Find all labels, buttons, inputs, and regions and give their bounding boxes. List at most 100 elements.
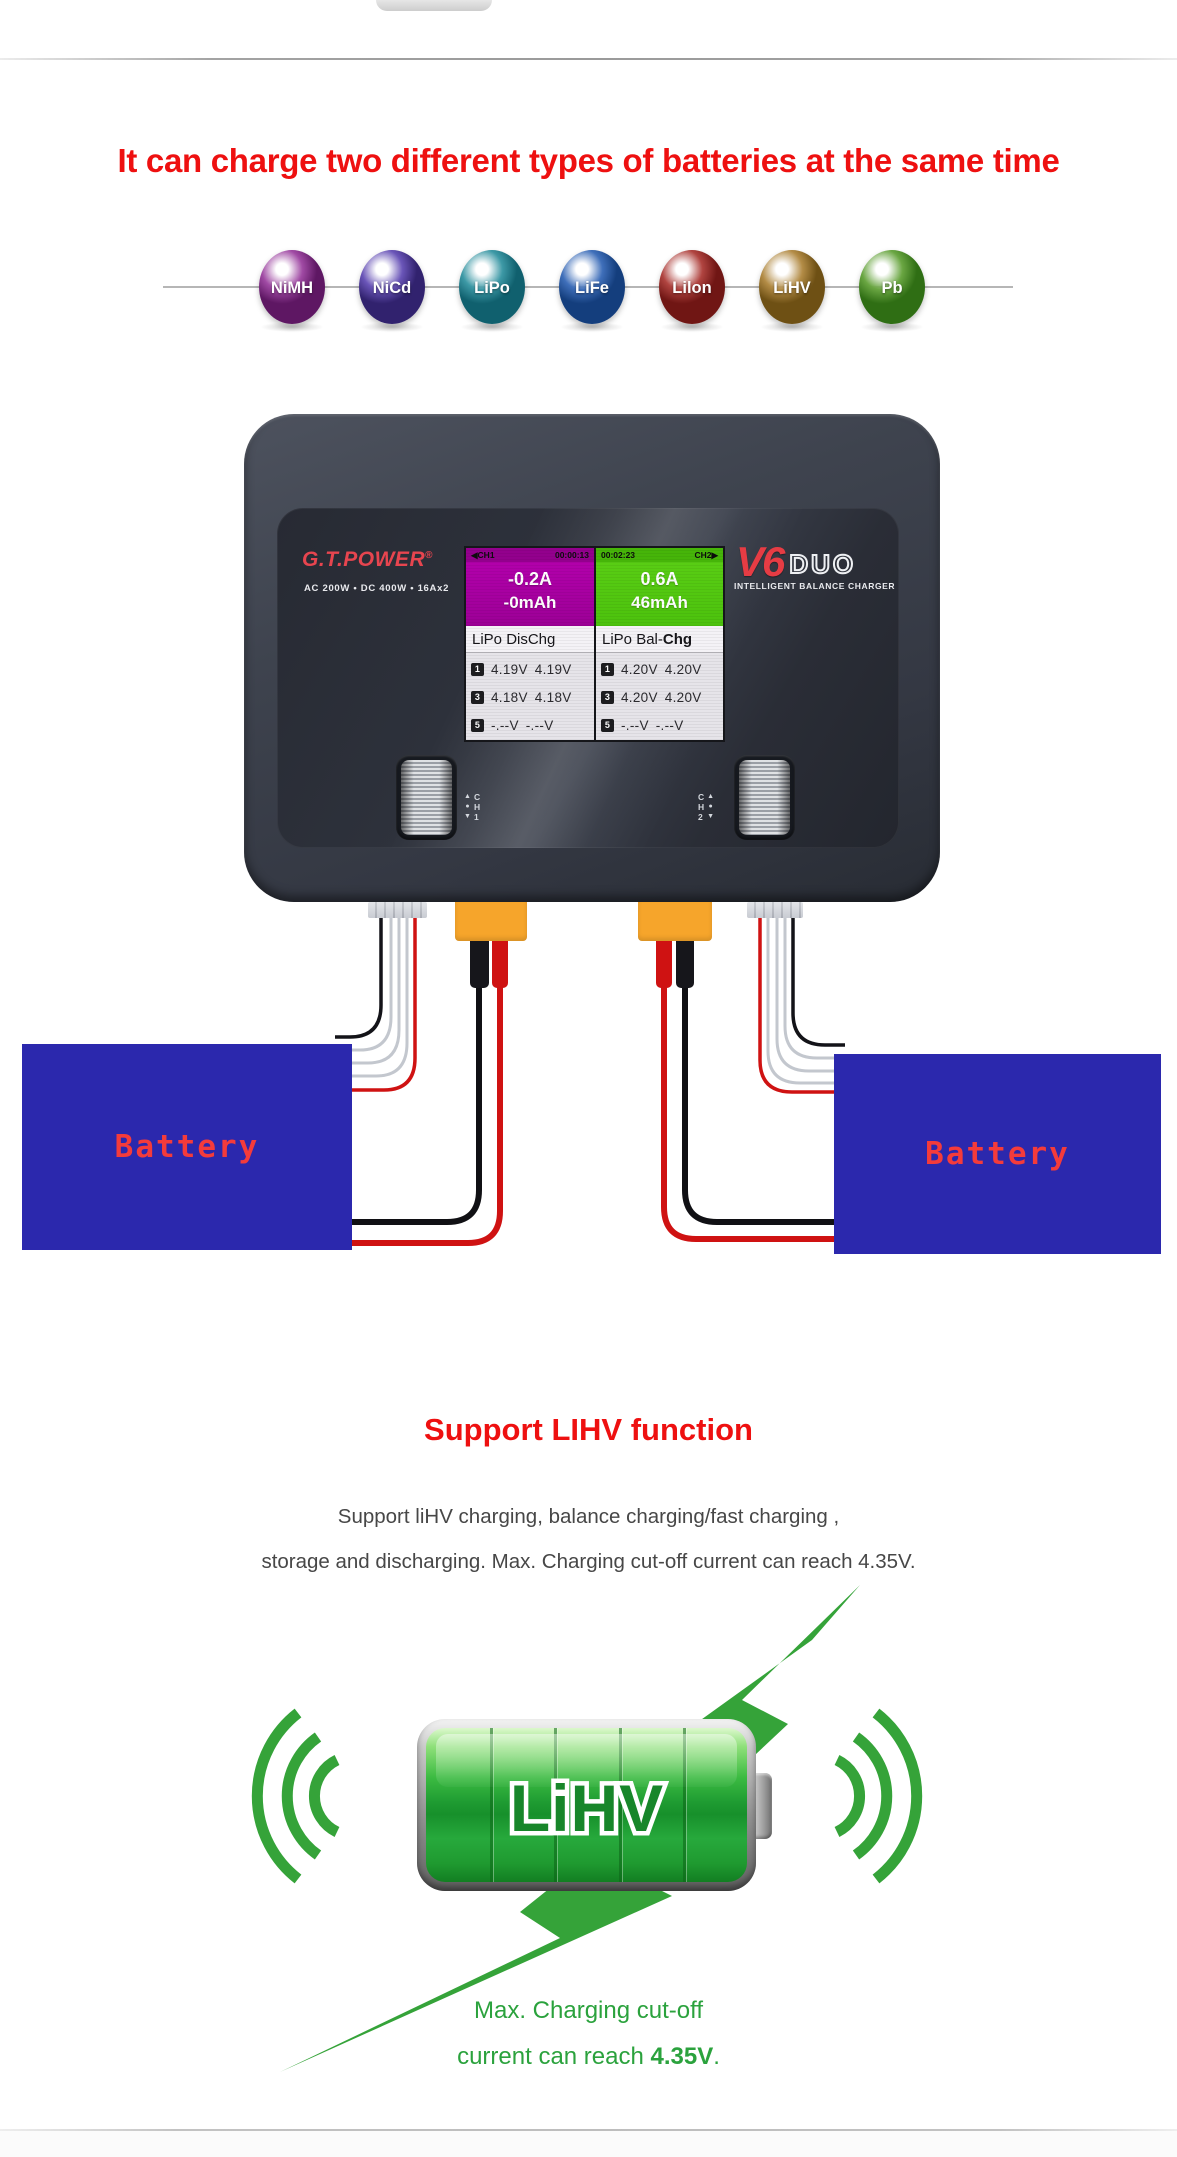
model-name: V6 xyxy=(736,538,785,585)
caption-line2: current can reach 4.35V. xyxy=(0,2034,1177,2080)
cell-separator xyxy=(554,1728,558,1882)
cell-separator xyxy=(682,1728,686,1882)
previous-section-remnant xyxy=(376,0,492,11)
battery-label: Battery xyxy=(114,1129,260,1165)
cell-row: 5 -.--V -.--V xyxy=(466,711,594,739)
ball-shadow xyxy=(560,322,624,332)
cell-separator xyxy=(490,1728,494,1882)
knob-letter: C xyxy=(473,792,481,802)
balance-wire-white xyxy=(775,915,845,1073)
ch2-cell-voltages: 1 4.20V 4.20V 3 4.20V 4.20V 5 -.--V -.--… xyxy=(596,653,723,740)
cell-row: 3 4.20V 4.20V xyxy=(596,683,723,711)
xt60-connector-left xyxy=(455,902,527,941)
ch1-capacity: -0mAh xyxy=(503,593,557,612)
main-wire-red xyxy=(661,975,845,1242)
battery-box-left: Battery xyxy=(22,1044,352,1250)
ball-shadow xyxy=(660,322,724,332)
ch2-jog-wheel[interactable] xyxy=(734,755,795,840)
ch2-capacity: 46mAh xyxy=(631,593,688,612)
cell-voltage: 4.20V xyxy=(664,689,702,705)
main-wire-black xyxy=(335,975,482,1225)
ch1-mode: LiPo DisChg xyxy=(466,626,594,653)
cell-voltage: 4.20V xyxy=(664,661,702,677)
ch2-nav: CH2▶ xyxy=(694,549,718,560)
cell-voltage: 4.20V xyxy=(621,689,658,705)
caption-line1: Max. Charging cut-off xyxy=(474,1997,703,2024)
wire-sleeve-red xyxy=(492,941,508,988)
main-wire-red xyxy=(335,975,503,1246)
model-suffix: DUO xyxy=(788,548,857,580)
battery-type-ball-nimh: NiMH xyxy=(259,250,325,324)
ch1-status-bar: ◀CH1 00:00:13 xyxy=(466,548,594,562)
ball-shadow xyxy=(460,322,524,332)
lcd-channel1: ◀CH1 00:00:13 -0.2A -0mAh LiPo DisChg 1 … xyxy=(466,548,594,740)
ch2-knob-label: C H 2 ▲ ● ▼ xyxy=(698,792,714,822)
ball-shadow xyxy=(360,322,424,332)
lihv-battery: LiHV xyxy=(417,1719,756,1891)
paragraph-line1: Support liHV charging, balance charging/… xyxy=(337,1505,840,1528)
cell-row: 1 4.19V 4.19V xyxy=(466,655,594,683)
cell-row: 3 4.18V 4.18V xyxy=(466,683,594,711)
lcd-channel2: 00:02:23 CH2▶ 0.6A 46mAh LiPo Bal-Chg 1 … xyxy=(596,548,723,740)
ch1-knob-label: ▲ ● ▼ C H 1 xyxy=(464,792,480,822)
registered-mark: ® xyxy=(425,550,433,561)
lcd-screen: ◀CH1 00:00:13 -0.2A -0mAh LiPo DisChg 1 … xyxy=(466,548,723,740)
battery-type-ball-pb: Pb xyxy=(859,250,925,324)
dot-icon: ● xyxy=(465,803,470,810)
cell-voltage: 4.19V xyxy=(534,661,572,677)
battery-type-label: NiMH xyxy=(270,278,314,297)
sound-waves-left xyxy=(251,1708,340,1884)
cell-voltage: -.--V xyxy=(491,717,519,733)
battery-box-right: Battery xyxy=(834,1054,1161,1254)
ch1-cell-voltages: 1 4.19V 4.19V 3 4.18V 4.18V 5 -.--V -.--… xyxy=(466,653,594,740)
cell-voltage: -.--V xyxy=(655,717,684,733)
knob-letter: C xyxy=(698,792,705,802)
ch2-mode: LiPo Bal-Chg xyxy=(596,626,723,653)
battery-type-ball-nicd: NiCd xyxy=(359,250,425,324)
battery-type-ball-lihv: LiHV xyxy=(759,250,825,324)
up-arrow-icon: ▲ xyxy=(707,793,715,800)
wire-sleeve-red xyxy=(656,941,672,988)
cell-voltage: 4.18V xyxy=(491,689,528,705)
section2-heading: Support LIHV function xyxy=(424,1412,753,1447)
charger-specs: AC 200W • DC 400W • 16Ax2 xyxy=(304,583,450,594)
cell-voltage: 4.19V xyxy=(491,661,528,677)
cell-number-chip: 5 xyxy=(601,718,614,732)
section-divider xyxy=(0,58,1177,60)
cell-row: 5 -.--V -.--V xyxy=(596,711,723,739)
ch2-current: 0.6A xyxy=(640,569,679,589)
ball-shadow xyxy=(260,322,324,332)
caption-prefix: current can reach xyxy=(457,2043,651,2070)
battery-type-label: LiFe xyxy=(575,278,609,297)
brand-logo: G.T.POWER® xyxy=(302,548,433,572)
down-arrow-icon: ▼ xyxy=(707,813,715,820)
cell-number-chip: 3 xyxy=(601,690,614,704)
knob-letter: 2 xyxy=(698,812,703,822)
ch1-current: -0.2A xyxy=(507,569,552,589)
cell-row: 1 4.20V 4.20V xyxy=(596,655,723,683)
cell-number-chip: 1 xyxy=(601,662,614,676)
section1-heading: It can charge two different types of bat… xyxy=(117,142,1060,179)
balance-wire-white xyxy=(783,915,845,1060)
ch1-jog-wheel[interactable] xyxy=(396,755,457,840)
cell-number-chip: 5 xyxy=(471,718,484,732)
jog-wheel-ribs[interactable] xyxy=(739,760,790,835)
lihv-label-svg: LiHV xyxy=(505,1767,667,1850)
lihv-battery-body xyxy=(426,1728,747,1882)
battery-type-label: LiPo xyxy=(474,278,510,297)
battery-type-label: Lilon xyxy=(672,278,712,297)
cell-number-chip: 3 xyxy=(471,690,484,704)
jog-wheel-ribs[interactable] xyxy=(401,760,452,835)
battery-type-ball-life: LiFe xyxy=(559,250,625,324)
cell-voltage: -.--V xyxy=(621,717,649,733)
paragraph-line2: storage and discharging. Max. Charging c… xyxy=(261,1550,916,1573)
model-subtitle: INTELLIGENT BALANCE CHARGER xyxy=(734,581,896,591)
sound-waves-right xyxy=(834,1708,923,1884)
battery-type-label: NiCd xyxy=(372,278,412,297)
battery-type-ball-liion: Lilon xyxy=(659,250,725,324)
lihv-caption: Max. Charging cut-off current can reach … xyxy=(0,1988,1177,2080)
cell-separator xyxy=(618,1728,622,1882)
ch1-readout: -0.2A -0mAh xyxy=(466,562,594,626)
ch2-status-bar: 00:02:23 CH2▶ xyxy=(596,548,723,562)
